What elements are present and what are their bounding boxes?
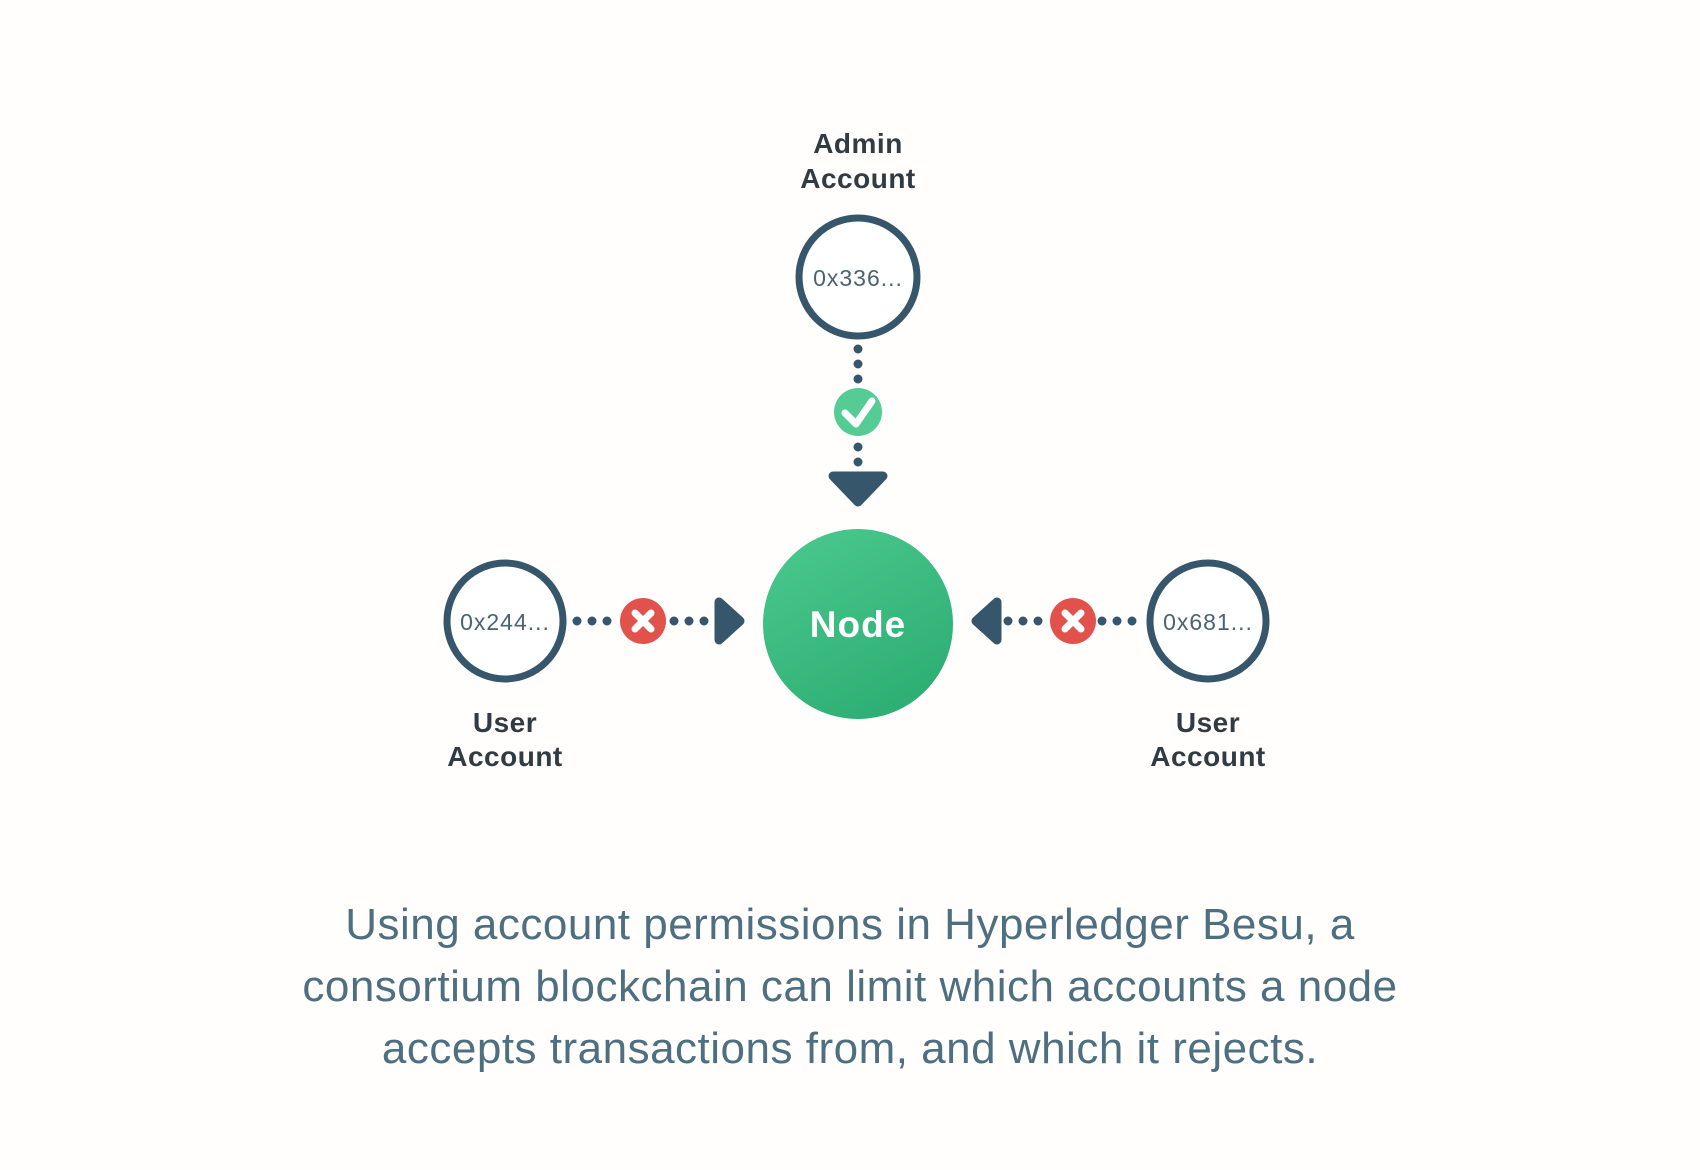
right-user-account-label-line2: Account xyxy=(1150,741,1266,772)
left-user-account-circle xyxy=(443,559,567,683)
x-icon xyxy=(620,598,666,644)
arrow-left-icon xyxy=(971,597,1002,645)
left-user-account-address: 0x244... xyxy=(460,609,550,635)
node-label: Node xyxy=(810,604,907,645)
left-user-account-label-line2: Account xyxy=(447,741,563,772)
caption: Using account permissions in Hyperledger… xyxy=(0,894,1700,1080)
right-user-account-label-line1: User xyxy=(1176,707,1240,738)
left-user-account-label-line1: User xyxy=(473,707,537,738)
caption-line-2: consortium blockchain can limit which ac… xyxy=(302,962,1398,1011)
right-user-account-address: 0x681... xyxy=(1163,609,1253,635)
admin-account-address: 0x336... xyxy=(813,265,903,291)
admin-account-label-line1: Admin xyxy=(813,128,903,159)
admin-account-label-line2: Account xyxy=(800,163,916,194)
node-circle xyxy=(763,529,953,719)
right-user-account-circle xyxy=(1146,559,1270,683)
x-icon xyxy=(1050,598,1096,644)
check-icon xyxy=(834,388,882,436)
arrow-right-icon xyxy=(714,597,745,645)
caption-line-3: accepts transactions from, and which it … xyxy=(381,1024,1319,1073)
arrow-down-icon xyxy=(828,471,888,507)
admin-account-circle xyxy=(795,214,921,340)
permissions-diagram: Admin Account 0x336... Node 0x244... Use… xyxy=(443,128,1270,772)
caption-line-1: Using account permissions in Hyperledger… xyxy=(345,900,1355,949)
